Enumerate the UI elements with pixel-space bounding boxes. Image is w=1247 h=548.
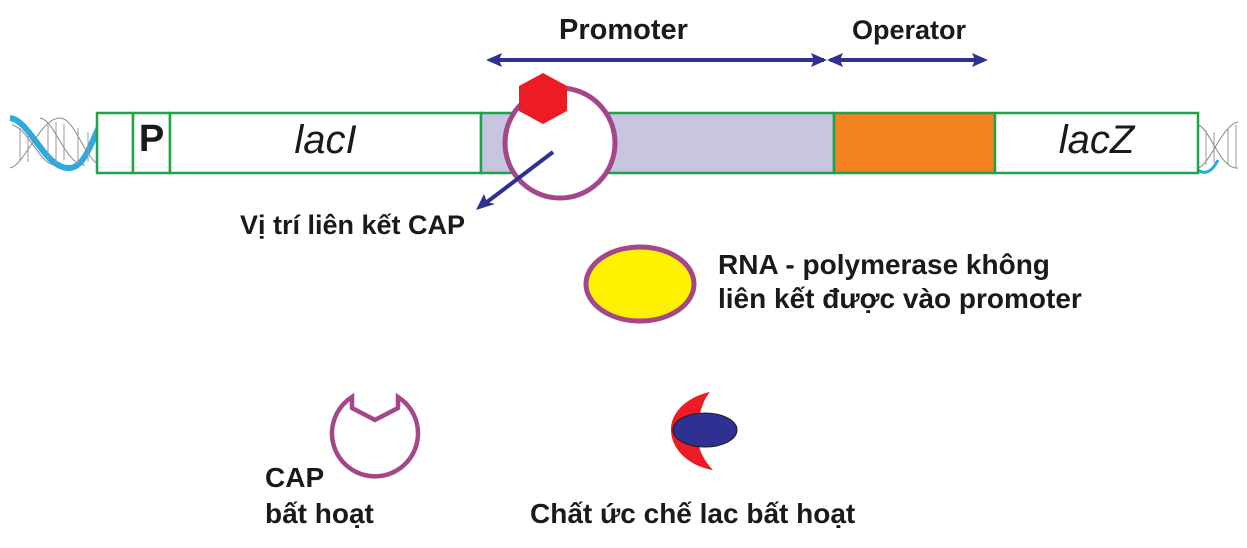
operator-span-arrow xyxy=(827,53,988,67)
rna-polymerase-icon xyxy=(583,244,697,324)
dna-helix-left-icon xyxy=(9,115,103,171)
rna-polymerase-label-line1: RNA - polymerase không xyxy=(718,249,1050,280)
lacz-label: lacZ xyxy=(1058,118,1135,162)
promoter-label: Promoter xyxy=(559,14,688,46)
segment-lacz xyxy=(993,111,1200,175)
cap-site-pointer-arrow xyxy=(476,150,555,210)
inactive-cap-label-line2: bất hoạt xyxy=(265,498,374,529)
operator-label: Operator xyxy=(852,15,967,45)
camp-hexagon-icon xyxy=(519,73,567,124)
inactive-repressor-label: Chất ức chế lac bất hoạt xyxy=(530,498,856,529)
inactive-repressor-icon xyxy=(670,392,738,470)
p-label: P xyxy=(138,118,165,160)
segment-blank xyxy=(95,111,135,175)
segment-operator xyxy=(832,111,997,175)
rna-polymerase-label-line2: liên kết được vào promoter xyxy=(718,283,1082,314)
inactive-cap-label-line1: CAP xyxy=(265,462,325,493)
dna-helix-right-icon xyxy=(1197,121,1239,174)
inactive-cap-icon xyxy=(329,392,421,479)
laci-label: lacI xyxy=(294,118,357,162)
cap-binding-site-label: Vị trí liên kết CAP xyxy=(240,210,466,240)
promoter-span-arrow xyxy=(486,53,827,67)
